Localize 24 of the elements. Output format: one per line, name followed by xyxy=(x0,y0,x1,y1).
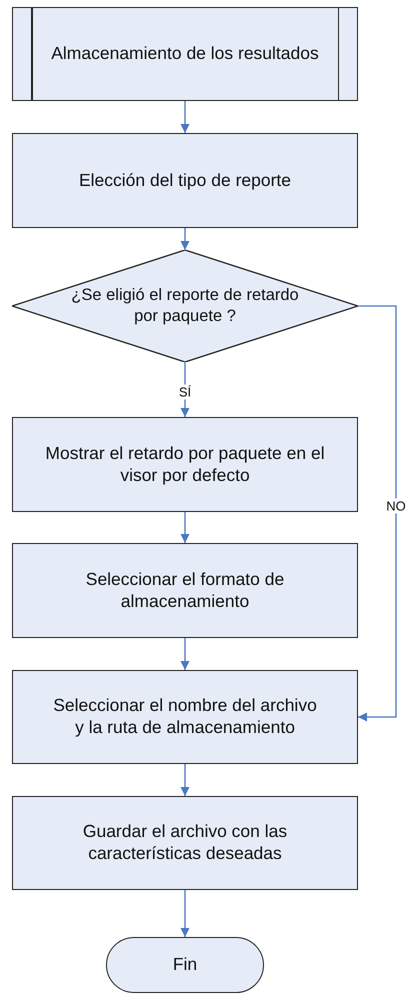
node-text: Elección del tipo de reporte xyxy=(78,170,292,192)
node-text: Guardar el archivo con las características deseadas xyxy=(82,821,288,865)
process-box xyxy=(12,543,358,638)
arrow xyxy=(180,512,190,543)
edge-label: NO xyxy=(384,498,408,514)
node-text: Fin xyxy=(172,954,198,976)
arrow xyxy=(180,638,190,670)
node-text: Mostrar el retardo por paquete en el visor por defecto xyxy=(44,442,326,486)
predefined-process-box xyxy=(12,7,358,101)
node-text: Seleccionar el formato de almacenamiento xyxy=(84,568,286,612)
process-box xyxy=(12,133,358,228)
node-text: Seleccionar el nombre del archivo y la ruta de almacenamiento xyxy=(52,695,318,739)
process-box xyxy=(12,796,358,890)
node-text: Almacenamiento de los resultados xyxy=(51,43,319,65)
arrow xyxy=(180,890,190,937)
arrow xyxy=(180,101,190,133)
arrow xyxy=(358,305,397,722)
decision-diamond xyxy=(12,250,358,362)
process-box xyxy=(12,417,358,512)
edge-label: SÍ xyxy=(176,384,194,399)
node-text: ¿Se eligió el reporte de retardo por paquete ? xyxy=(70,285,300,327)
arrow xyxy=(180,764,190,796)
process-box xyxy=(12,670,358,764)
arrow xyxy=(180,228,190,250)
